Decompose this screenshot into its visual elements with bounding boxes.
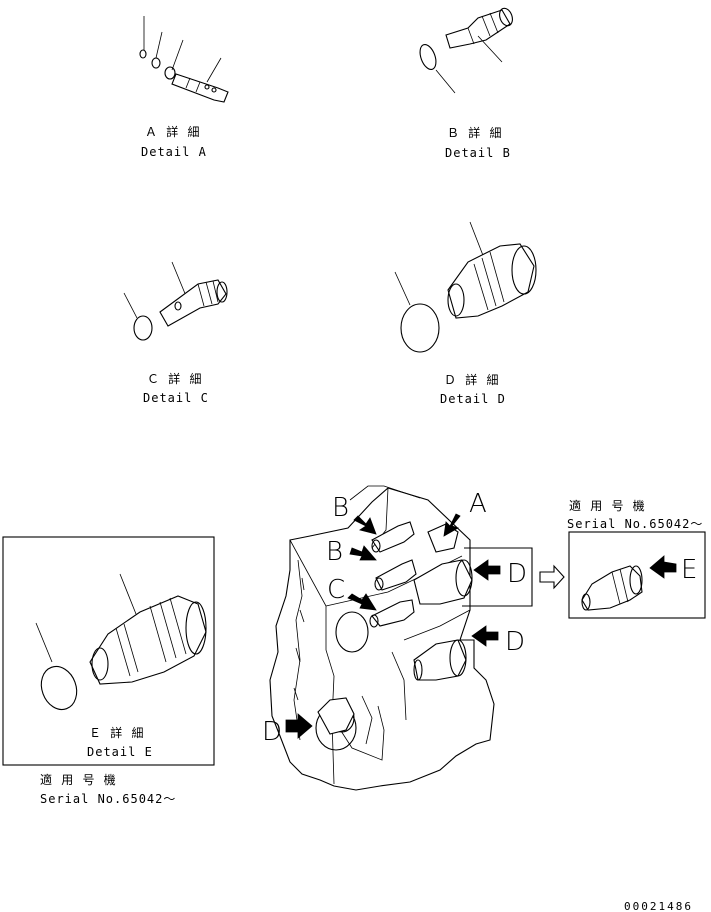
arrow-e: [649, 555, 677, 579]
arrow-d3: [285, 713, 313, 739]
detail-c-label-en: Detail C: [143, 391, 209, 405]
detail-a-label-en: Detail A: [141, 145, 207, 159]
detail-b-label-en: Detail B: [445, 146, 511, 160]
detail-b-parts: [419, 7, 513, 94]
serial-note-left-en: Serial No.65042～: [40, 792, 176, 806]
detail-a-label-jp: Ａ 詳 細: [145, 124, 200, 139]
marker-b1: B: [332, 493, 349, 523]
detail-d-callout-box: [462, 547, 533, 607]
marker-c: C: [327, 575, 345, 605]
valve-components: [317, 521, 473, 745]
arrow-b1: [353, 515, 377, 535]
detail-e-label-jp: Ｅ 詳 細: [89, 725, 144, 740]
serial-e-box: [568, 531, 706, 619]
detail-d-label-en: Detail D: [440, 392, 506, 406]
detail-a-parts: [139, 16, 229, 103]
serial-note-left-jp: 適 用 号 機: [40, 772, 117, 787]
detail-e-parts: [35, 573, 207, 711]
valve-body: [269, 487, 495, 791]
marker-d2: D: [505, 627, 525, 657]
arrow-d1: [473, 559, 501, 581]
marker-d3: D: [262, 717, 282, 747]
arrow-b2: [349, 545, 377, 561]
serial-note-right-en: Serial No.65042～: [567, 517, 703, 531]
detail-e-box: [2, 536, 215, 766]
leader-b: [349, 485, 421, 501]
open-arrow-to-e: [539, 564, 565, 590]
serial-note-right-jp: 適 用 号 機: [569, 498, 646, 513]
callout-arrows: [285, 513, 677, 739]
detail-d-label-jp: Ｄ 詳 細: [444, 372, 499, 387]
marker-d1: D: [507, 559, 527, 589]
figure-number: 00021486: [624, 900, 693, 912]
arrow-c: [347, 593, 377, 611]
detail-d-parts: [394, 221, 537, 353]
marker-b2: B: [326, 537, 343, 567]
serial-e-part: [581, 565, 643, 611]
arrow-a: [443, 513, 461, 537]
arrow-d2: [471, 625, 499, 647]
detail-e-label-en: Detail E: [87, 745, 153, 759]
marker-e: E: [681, 555, 697, 585]
detail-b-label-jp: Ｂ 詳 細: [447, 125, 502, 140]
detail-c-label-jp: Ｃ 詳 細: [147, 371, 202, 386]
detail-c-parts: [123, 261, 228, 341]
marker-a: A: [469, 489, 487, 519]
